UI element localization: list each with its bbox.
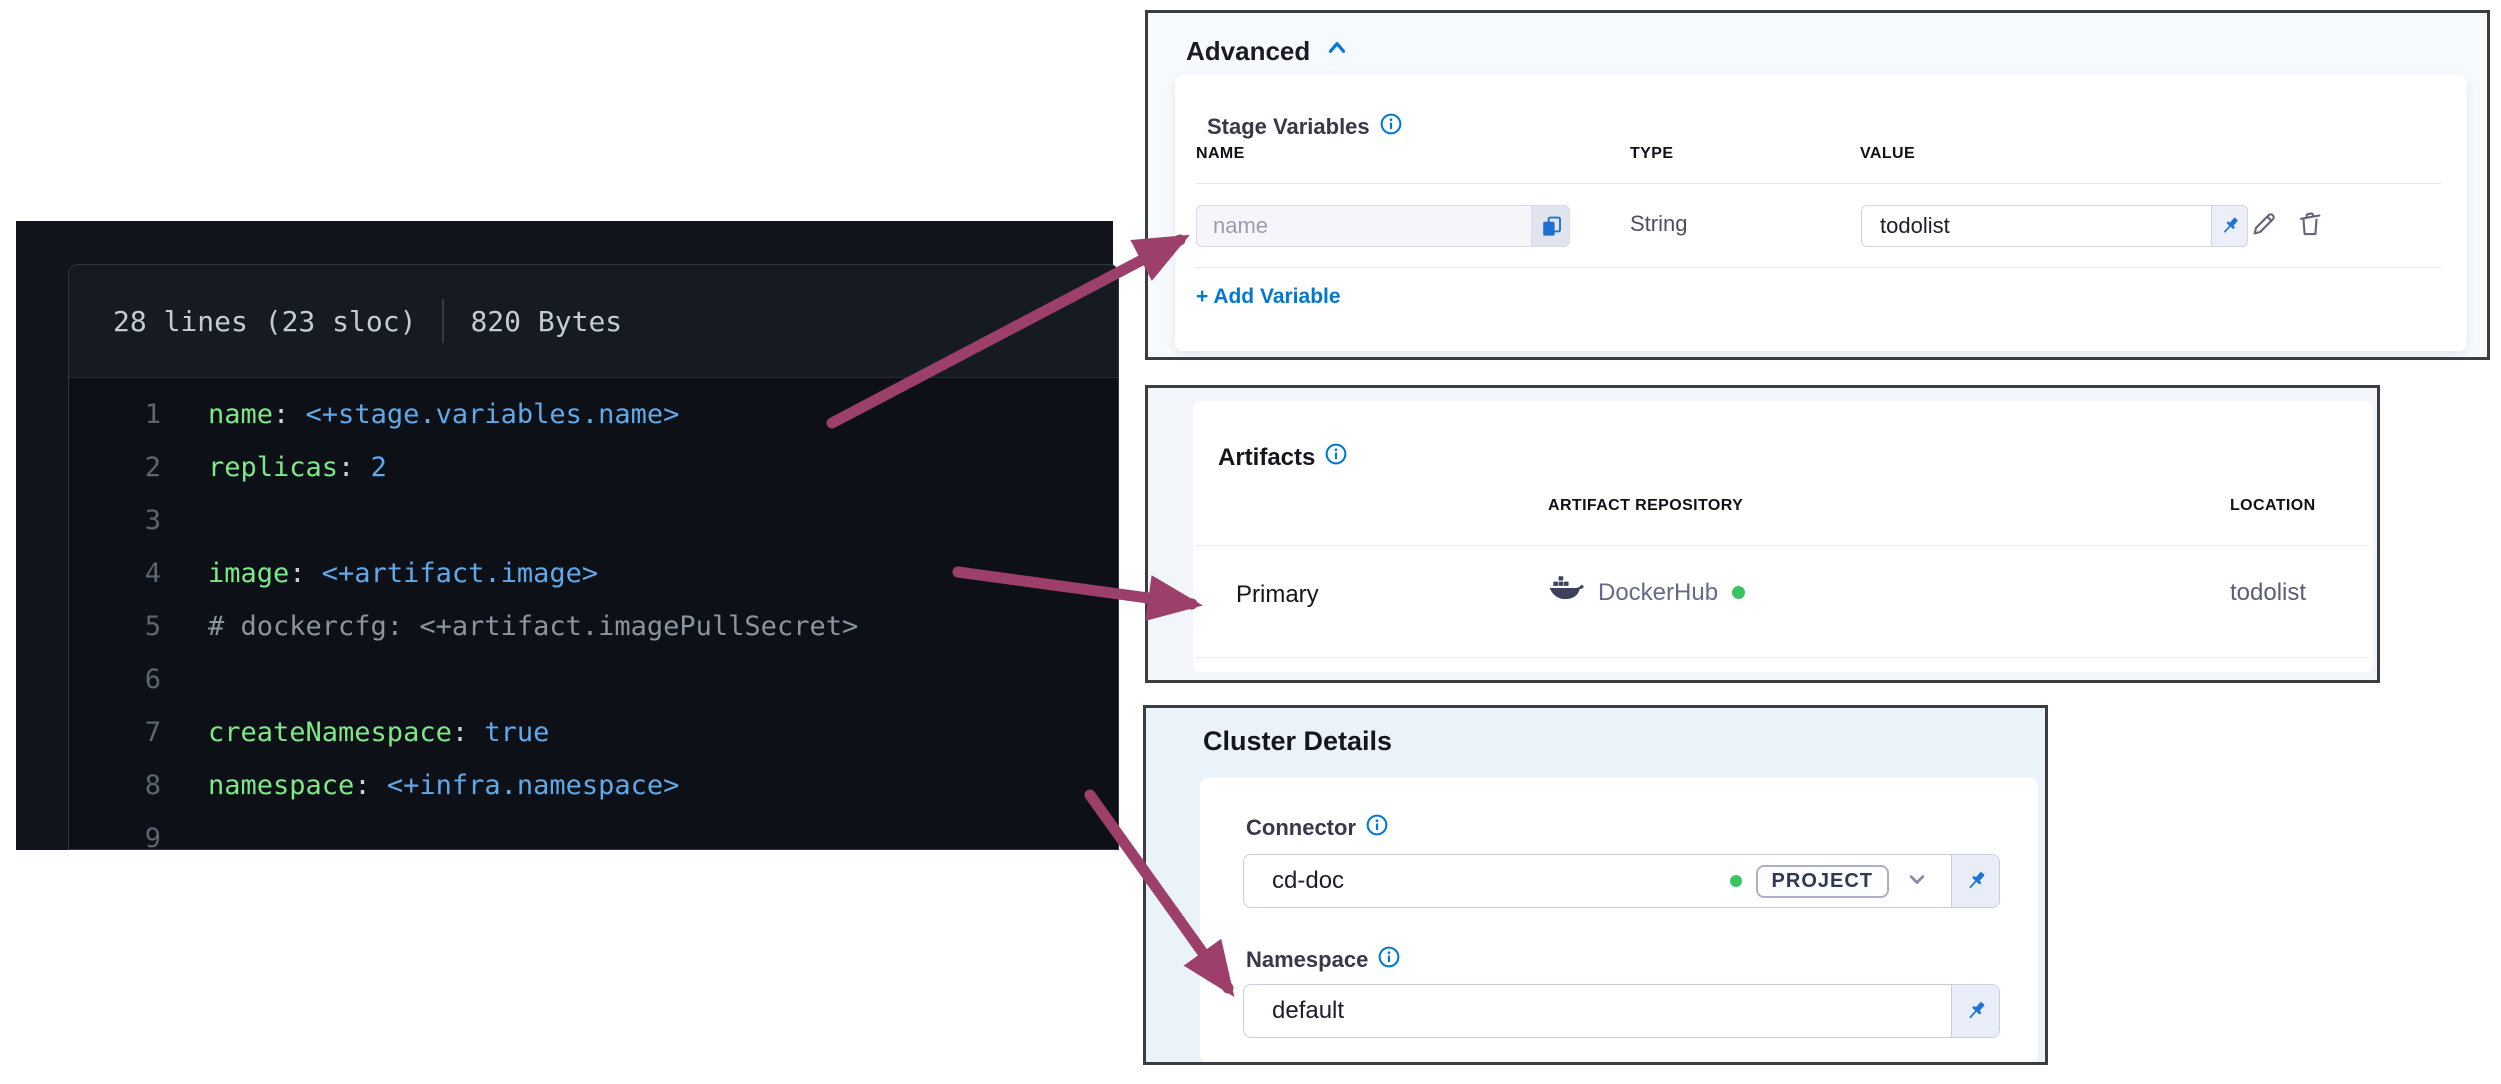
code-line-text: createNamespace: true [208, 717, 550, 748]
line-number: 8 [144, 770, 161, 801]
code-lines-count: 28 lines (23 sloc) [113, 304, 417, 338]
variable-name-input[interactable]: name [1196, 205, 1531, 247]
code-line: 5 # dockercfg: <+artifact.imagePullSecret… [69, 600, 1118, 653]
namespace-input[interactable]: default [1272, 997, 1345, 1024]
artifacts-card: Artifacts ARTIFACT REPOSITORY LOCATION P… [1193, 401, 2373, 672]
docker-whale-icon [1548, 575, 1584, 610]
info-icon[interactable] [1366, 814, 1388, 842]
code-line: 9 [69, 812, 1118, 850]
column-header-value: VALUE [1860, 145, 1916, 162]
row-divider [1196, 267, 2441, 268]
artifact-location: todolist [2230, 579, 2307, 606]
line-number: 5 [144, 611, 161, 642]
chevron-up-icon [1324, 35, 1350, 68]
scope-badge[interactable]: PROJECT [1755, 864, 1889, 898]
code-line-text: replicas: 2 [208, 452, 387, 483]
connector-field: cd-doc PROJECT [1243, 854, 2000, 908]
pin-icon[interactable] [1951, 855, 1999, 907]
column-header-location: LOCATION [2230, 497, 2316, 514]
code-line: 2 replicas: 2 [69, 441, 1118, 494]
variable-type: String [1630, 211, 1688, 236]
code-line-text: name: <+stage.variables.name> [208, 399, 680, 430]
code-file-meta: 28 lines (23 sloc) 820 Bytes [69, 265, 1118, 378]
pin-icon[interactable] [2211, 205, 2248, 247]
code-line: 8 namespace: <+infra.namespace> [69, 759, 1118, 812]
code-card: 28 lines (23 sloc) 820 Bytes 1 name: <+st… [68, 264, 1119, 850]
column-header-type: TYPE [1630, 145, 1674, 162]
namespace-label: Namespace [1246, 946, 1400, 974]
code-lines: 1 name: <+stage.variables.name> 2 replicas:… [69, 378, 1118, 850]
row-divider [1195, 657, 2371, 658]
connector-input[interactable]: cd-doc [1272, 867, 1345, 894]
code-line: 1 name: <+stage.variables.name> [69, 388, 1118, 441]
line-number: 6 [144, 664, 161, 695]
code-line: 4 image: <+artifact.image> [69, 547, 1118, 600]
line-number: 1 [144, 399, 161, 430]
line-number: 4 [144, 558, 161, 589]
trash-icon[interactable] [2293, 207, 2327, 241]
code-bytes: 820 Bytes [470, 304, 623, 338]
info-icon[interactable] [1380, 113, 1402, 141]
line-number: 3 [144, 505, 161, 536]
connector-label: Connector [1246, 814, 1388, 842]
meta-divider [442, 299, 445, 343]
cluster-details-title: Cluster Details [1203, 726, 1393, 756]
column-header-name: NAME [1196, 145, 1245, 162]
code-line-text: image: <+artifact.image> [208, 558, 599, 589]
pin-icon[interactable] [1951, 985, 1999, 1037]
code-line: 7 createNamespace: true [69, 706, 1118, 759]
advanced-panel: Advanced Stage Variables NAME TYPE VALUE… [1145, 10, 2490, 360]
advanced-title: Advanced [1186, 36, 1311, 66]
cluster-details-card: Connector cd-doc PROJECT [1200, 778, 2038, 1062]
copy-icon[interactable] [1531, 205, 1570, 247]
code-line: 3 [69, 494, 1118, 547]
variable-value-input[interactable]: todolist [1861, 205, 2211, 247]
artifacts-title: Artifacts [1218, 443, 1347, 472]
edit-pencil-icon[interactable] [2247, 207, 2281, 241]
line-number: 7 [144, 717, 161, 748]
chevron-down-icon[interactable] [1903, 865, 1931, 898]
line-number: 2 [144, 452, 161, 483]
stage-variables-label: Stage Variables [1207, 113, 1402, 141]
column-header-artifact-repository: ARTIFACT REPOSITORY [1548, 497, 1744, 514]
code-embed-panel: 28 lines (23 sloc) 820 Bytes 1 name: <+st… [16, 221, 1119, 850]
line-number: 9 [144, 823, 161, 850]
artifact-repository-name: DockerHub [1598, 578, 1719, 606]
advanced-section-toggle[interactable]: Advanced [1186, 35, 1350, 68]
info-icon[interactable] [1325, 443, 1347, 472]
stage-variables-card: Stage Variables NAME TYPE VALUE name Str… [1175, 75, 2467, 351]
row-divider [1196, 183, 2441, 184]
namespace-field-controls [1951, 985, 1999, 1037]
connector-field-controls: PROJECT [1729, 855, 1999, 907]
artifact-repository-cell: DockerHub [1548, 575, 1746, 610]
add-variable-button[interactable]: + Add Variable [1196, 285, 1341, 308]
cluster-details-panel: Cluster Details Connector cd-doc PROJECT [1143, 705, 2048, 1065]
artifact-row-label: Primary [1236, 581, 1319, 608]
namespace-field: default [1243, 984, 2000, 1038]
variable-value-input-group: todolist [1861, 205, 2248, 247]
variable-name-input-group: name [1196, 205, 1570, 247]
row-divider [1195, 545, 2371, 546]
connector-status-dot [1729, 875, 1742, 887]
status-dot-green [1732, 586, 1746, 599]
info-icon[interactable] [1378, 946, 1400, 974]
code-line-text: namespace: <+infra.namespace> [208, 770, 680, 801]
code-line: 6 [69, 653, 1118, 706]
artifacts-panel: Artifacts ARTIFACT REPOSITORY LOCATION P… [1145, 385, 2380, 683]
code-line-text: # dockercfg: <+artifact.imagePullSecret> [208, 611, 859, 642]
